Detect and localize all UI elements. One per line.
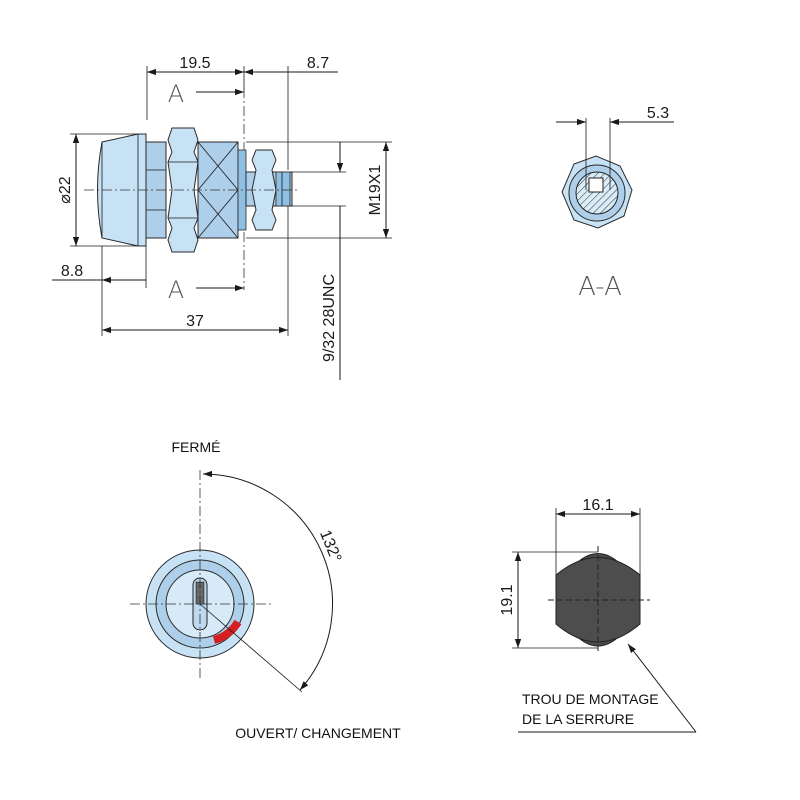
dim-19-5-text: 19.5: [179, 55, 210, 72]
angle-text: 132°: [316, 528, 344, 565]
hole-view: 16.1 19.1 TROU DE MONTAGE DE LA SERRURE: [499, 497, 697, 733]
dim-m19x1-text: M19X1: [367, 165, 384, 216]
section-view: 5.3 A-A: [556, 105, 674, 302]
hole-label-line2: DE LA SERRURE: [522, 711, 634, 727]
hole-label-line1: TROU DE MONTAGE: [522, 691, 659, 707]
dim-diameter-text: ⌀22: [57, 176, 74, 204]
rotation-arc: [202, 470, 334, 691]
side-view: 19.5 8.7 A A: [52, 55, 392, 380]
dim-16-1-text: 16.1: [582, 497, 613, 514]
dim-37-text: 37: [186, 313, 204, 330]
dim-19-1-text: 19.1: [499, 584, 516, 615]
dim-8-8-text: 8.8: [61, 263, 83, 280]
dim-5-3-text: 5.3: [647, 105, 669, 122]
open-label: OUVERT/ CHANGEMENT: [235, 725, 401, 741]
dim-unc-text: 9/32 28UNC: [321, 274, 338, 362]
section-mark-bottom: A: [168, 276, 184, 304]
section-label: A-A: [578, 272, 622, 302]
rotation-view: FERMÉ 132° OUVERT/ CHANGEMENT: [130, 439, 401, 741]
dim-8-7-text: 8.7: [307, 55, 329, 72]
closed-label: FERMÉ: [172, 439, 221, 455]
section-mark-top: A: [168, 80, 184, 108]
